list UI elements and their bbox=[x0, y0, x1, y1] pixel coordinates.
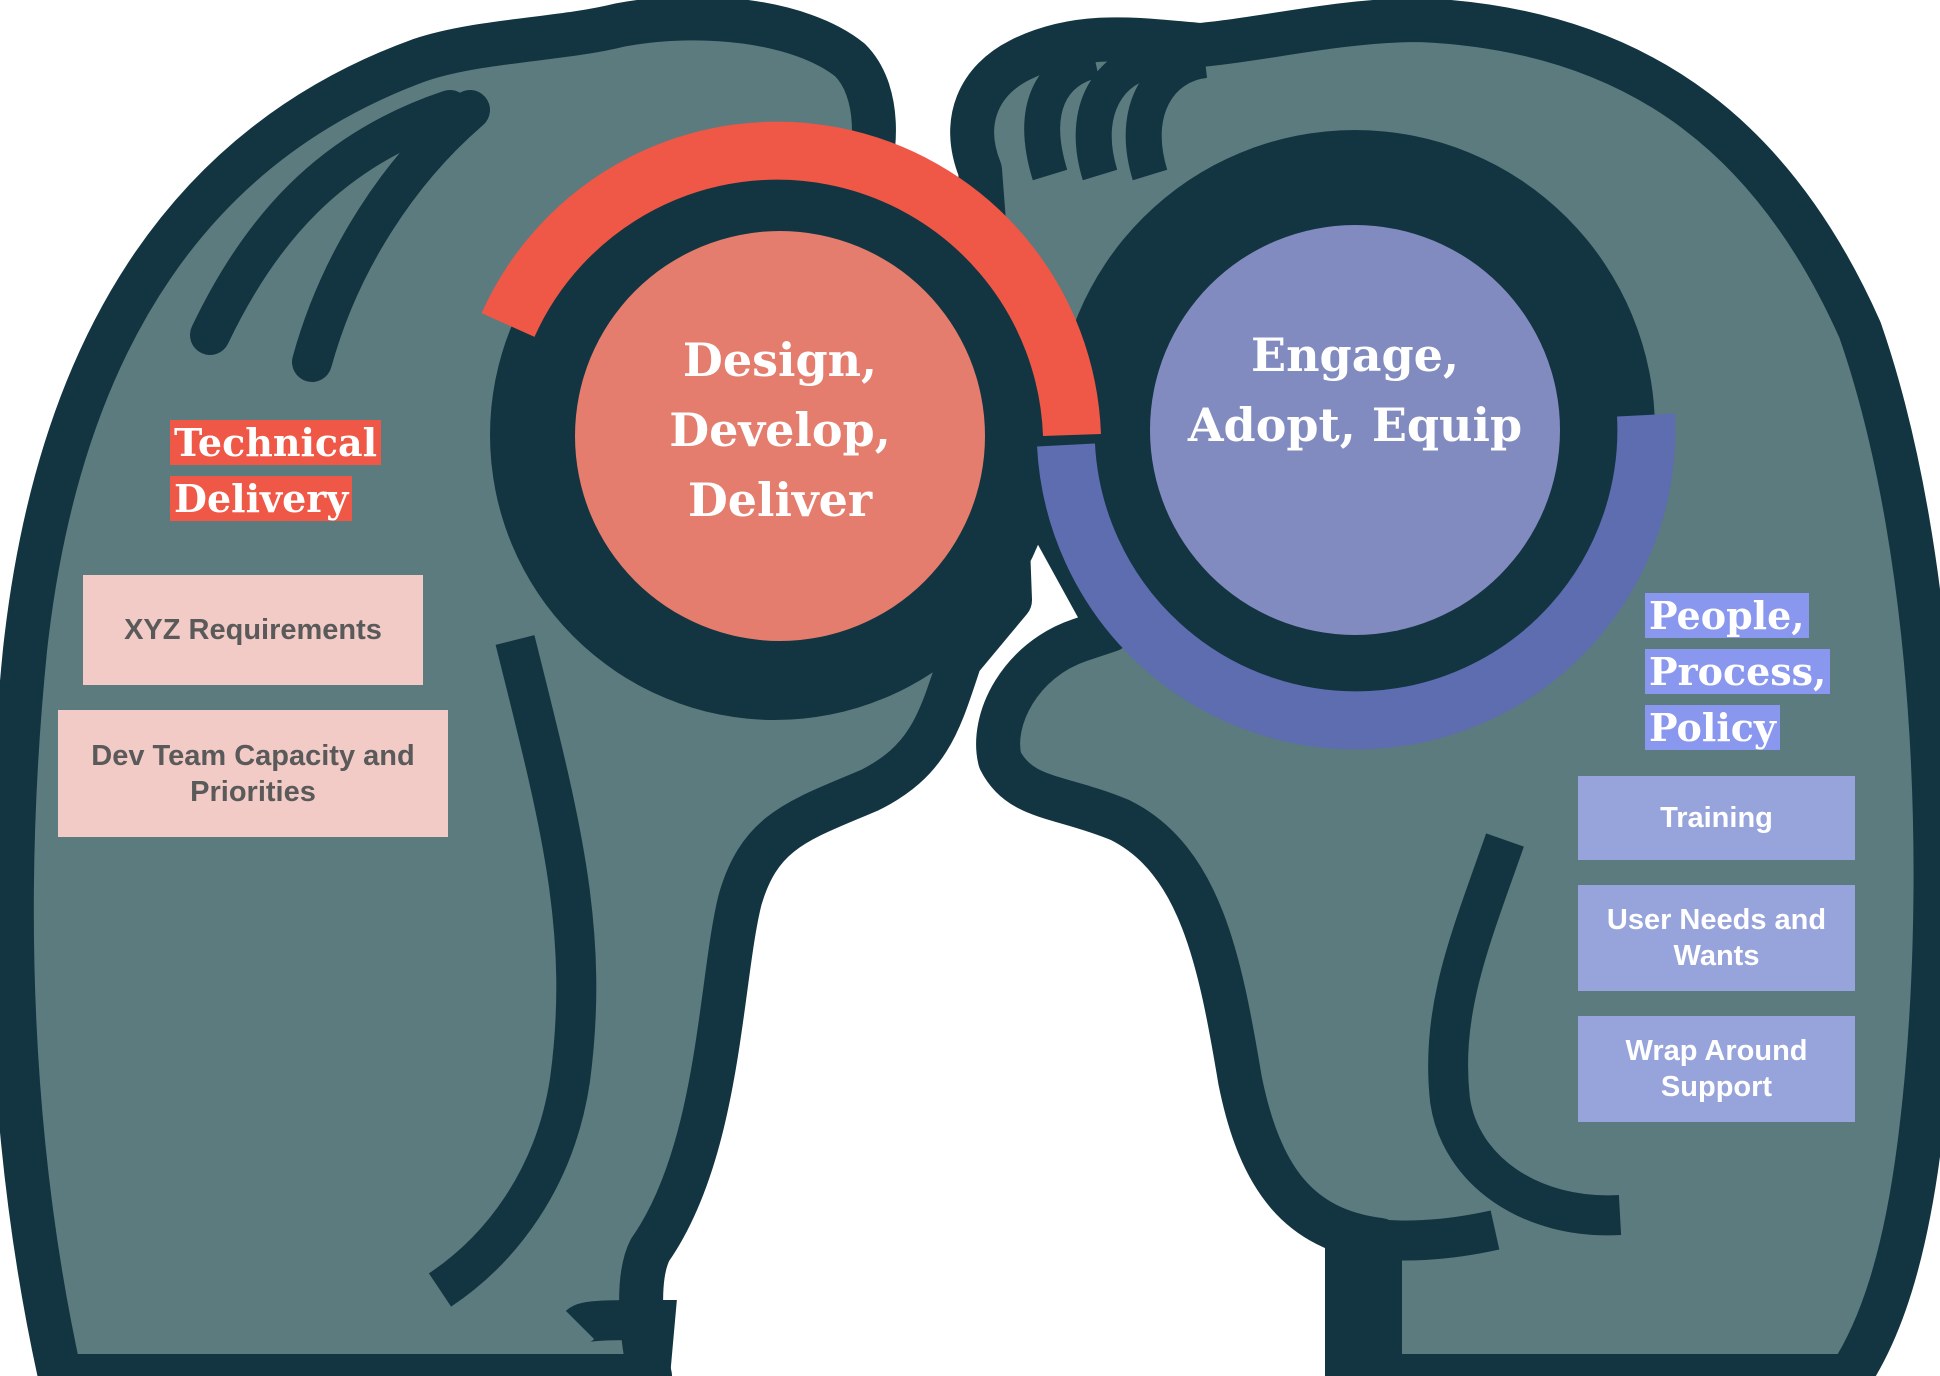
right-finger-bump-3 bbox=[1125, 42, 1209, 181]
right-heading-line-3: Policy bbox=[1645, 705, 1780, 750]
right-circle-text: Engage, Adopt, Equip bbox=[1185, 320, 1525, 460]
left-thumb-line bbox=[428, 635, 597, 1307]
left-box-label: Dev Team Capacity and Priorities bbox=[91, 739, 415, 808]
left-center-circle bbox=[575, 231, 985, 641]
left-wrist-line bbox=[565, 1299, 677, 1376]
left-box-label: XYZ Requirements bbox=[124, 614, 382, 646]
right-circle-label: Engage, Adopt, Equip bbox=[1187, 328, 1523, 452]
right-finger-bump-2 bbox=[1075, 42, 1159, 181]
right-heading: People, Process, Policy bbox=[1645, 588, 1831, 756]
left-heading-line-2: Delivery bbox=[170, 476, 353, 521]
right-heading-line-1: People, bbox=[1645, 593, 1809, 638]
right-center-circle bbox=[1150, 225, 1560, 635]
left-heading-line-1: Technical bbox=[170, 420, 382, 465]
right-accent-arc bbox=[1037, 413, 1676, 750]
left-accent-arc bbox=[481, 121, 1101, 437]
right-box-label: Wrap Around Support bbox=[1625, 1035, 1808, 1103]
left-finger-line-2 bbox=[292, 90, 490, 382]
right-wrist-line bbox=[1325, 1210, 1500, 1376]
right-box-wrap-around: Wrap Around Support bbox=[1578, 1016, 1855, 1122]
left-circle-label: Design, Develop, Deliver bbox=[669, 333, 891, 527]
right-box-label: User Needs and Wants bbox=[1606, 904, 1827, 972]
left-box-dev-team: Dev Team Capacity and Priorities bbox=[58, 710, 448, 837]
right-box-label: Training bbox=[1660, 802, 1773, 834]
left-circle-text: Design, Develop, Deliver bbox=[610, 325, 950, 535]
right-heading-line-2: Process, bbox=[1645, 649, 1831, 694]
right-thumb-line bbox=[1428, 833, 1622, 1236]
right-box-training: Training bbox=[1578, 776, 1855, 860]
left-box-xyz-requirements: XYZ Requirements bbox=[83, 575, 423, 685]
left-finger-line-1 bbox=[190, 90, 470, 355]
left-heading: Technical Delivery bbox=[170, 415, 382, 527]
right-box-user-needs: User Needs and Wants bbox=[1578, 885, 1855, 991]
right-finger-bump-1 bbox=[1024, 42, 1100, 181]
